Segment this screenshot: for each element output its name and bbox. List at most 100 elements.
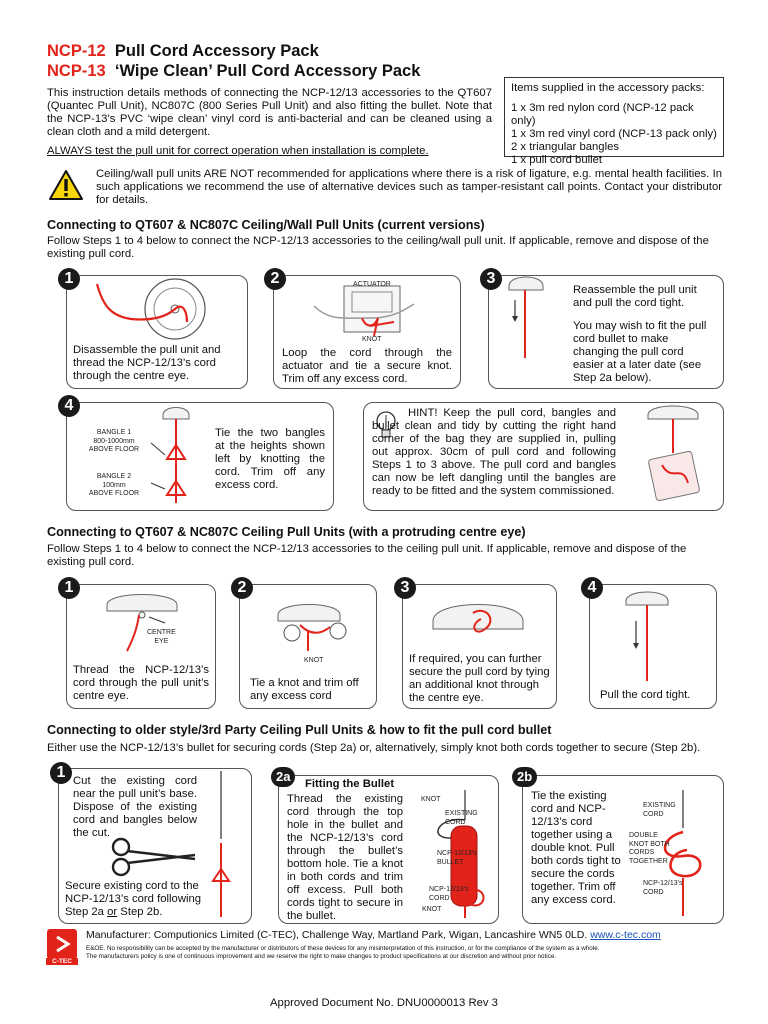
s1-step1-box: Disassemble the pull unit and thread the… <box>66 275 248 389</box>
s1-step4-box: BANGLE 1 800-1000mm ABOVE FLOOR BANGLE 2… <box>66 402 334 511</box>
bangle1-name: BANGLE 1 <box>96 429 132 436</box>
double-knot-label: DOUBLE KNOT BOTH CORDS TOGETHER <box>629 832 670 866</box>
bag-cut-illustration <box>647 405 700 502</box>
s1-step2-text: Loop the cord through the actuator and t… <box>282 347 452 385</box>
title-line-2: NCP-13 ‘Wipe Clean’ Pull Cord Accessory … <box>47 61 420 81</box>
supplied-item: 1 x 3m red nylon cord (NCP-12 pack only) <box>511 102 694 127</box>
s3-step1-text2-or: or <box>107 906 118 918</box>
ctec-logo-text: C-TEC <box>46 958 78 965</box>
section1-desc: Follow Steps 1 to 4 below to connect the… <box>47 235 709 260</box>
s3-step2a-box: Fitting the Bullet Thread the existing c… <box>278 775 499 924</box>
knot-existing-label: EXISTING CORD <box>643 802 676 819</box>
s1-step2-number: 2 <box>264 268 286 290</box>
ctec-website-link[interactable]: www.c-tec.com <box>590 929 661 941</box>
s3-step1-text1: Cut the existing cord near the pull unit… <box>73 775 197 839</box>
product-title-1: Pull Cord Accessory Pack <box>114 42 319 60</box>
tie-knot-illustration <box>277 604 347 651</box>
bullet-existing-1: EXISTING <box>445 810 478 817</box>
warning-icon <box>49 170 83 200</box>
items-supplied-box: Items supplied in the accessory packs: 1… <box>504 77 724 166</box>
s2-step4-number: 4 <box>581 577 603 599</box>
s3-step2a-text: Thread the existing cord through the top… <box>287 793 403 922</box>
knot-label: KNOT <box>362 336 382 343</box>
bangle2-height: 100mm <box>102 481 126 489</box>
lightbulb-icon <box>376 411 396 438</box>
disclaimer-line-2: The manufacturers policy is one of conti… <box>86 953 557 960</box>
s2-step3-box: If required, you can further secure the … <box>402 584 557 709</box>
bangles-illustration <box>150 407 190 503</box>
items-supplied-title: Items supplied in the accessory packs: <box>511 82 705 94</box>
supplied-item: 2 x triangular bangles <box>511 141 620 153</box>
double-knot-4: TOGETHER <box>629 857 668 865</box>
section3-title: Connecting to older style/3rd Party Ceil… <box>47 723 552 737</box>
bullet-illustration <box>437 790 485 918</box>
s2-knot-label: KNOT <box>304 657 324 664</box>
s2-step3-number: 3 <box>394 577 416 599</box>
product-code-ncp13: NCP-13 <box>47 62 106 80</box>
double-knot-illustration <box>663 790 702 916</box>
s2-step4-text: Pull the cord tight. <box>600 689 691 701</box>
s3-step2b-box: Tie the existing cord and NCP-12/13’s co… <box>522 775 724 924</box>
bangle1-label: BANGLE 1 800-1000mm ABOVE FLOOR <box>77 429 151 455</box>
knot-cord-2: CORD <box>643 888 664 896</box>
cut-cord-illustration <box>211 771 231 917</box>
s2-step2-number: 2 <box>231 577 253 599</box>
s1-step1-text: Disassemble the pull unit and thread the… <box>73 344 221 382</box>
reassembled-unit-illustration <box>508 276 544 358</box>
s3-step2a-number: 2a <box>271 767 296 787</box>
s3-step1-text2-b: Step 2b. <box>117 906 163 918</box>
bullet-cord-2: CORD <box>429 894 450 902</box>
fitting-bullet-title: Fitting the Bullet <box>305 778 395 790</box>
s2-step2-text: Tie a knot and trim off any excess cord <box>250 677 359 702</box>
bullet-label: NCP-12/13’s BULLET <box>437 850 477 867</box>
manufacturer-text: Manufacturer: Computionics Limited (C-TE… <box>86 929 591 941</box>
always-test-note: ALWAYS test the pull unit for correct op… <box>47 145 429 157</box>
ligature-warning: Ceiling/wall pull units ARE NOT recommen… <box>96 168 722 206</box>
section3-desc: Either use the NCP-12/13’s bullet for se… <box>47 742 701 754</box>
intro-paragraph: This instruction details methods of conn… <box>47 87 492 138</box>
bangle1-height: 800-1000mm <box>93 437 135 445</box>
supplied-item: 1 x pull cord bullet <box>511 154 603 166</box>
bangle1-ref: ABOVE FLOOR <box>88 446 140 453</box>
s1-step3-number: 3 <box>480 268 502 290</box>
approved-document-number: Approved Document No. DNU0000013 Rev 3 <box>270 997 498 1009</box>
knot-cord-label: NCP-12/13’s CORD <box>643 880 683 897</box>
knot-existing-1: EXISTING <box>643 802 676 809</box>
centre-eye-label-2: EYE <box>154 637 169 645</box>
s2-step1-box: CENTRE EYE Thread the NCP-12/13’s cord t… <box>66 584 216 709</box>
actuator-knot-illustration <box>313 285 415 337</box>
knot-cord-1: NCP-12/13’s <box>643 880 683 887</box>
double-knot-1: DOUBLE <box>629 832 658 839</box>
s2-step4-box: Pull the cord tight. <box>589 584 717 709</box>
bullet-existing-2: CORD <box>445 818 466 826</box>
bullet-cord-1: NCP-12/13’s <box>429 886 469 893</box>
s2-step1-text: Thread the NCP-12/13’s cord through the … <box>73 664 209 702</box>
centre-eye-illustration <box>106 594 178 652</box>
s1-step1-number: 1 <box>58 268 80 290</box>
s3-step1-box: Cut the existing cord near the pull unit… <box>58 768 252 924</box>
s1-step3-box: Reassemble the pull unit and pull the co… <box>488 275 724 389</box>
s3-step1-text2: Secure existing cord to the NCP-12/13’s … <box>65 880 225 919</box>
bangle2-label: BANGLE 2 100mm ABOVE FLOOR <box>77 473 151 499</box>
hint-text: HINT! Keep the pull cord, bangles and bu… <box>372 407 616 497</box>
s1-step4-number: 4 <box>58 395 80 417</box>
disclaimer-line-1: E&OE. No responsibility can be accepted … <box>86 945 600 952</box>
bangle2-ref: ABOVE FLOOR <box>88 490 140 497</box>
scissors-icon <box>111 837 196 877</box>
centre-eye-label-1: CENTRE <box>147 629 176 636</box>
s3-step1-text2-a: Secure existing cord to the NCP-12/13’s … <box>65 880 202 918</box>
s2-step1-number: 1 <box>58 577 80 599</box>
ctec-logo-icon <box>47 929 77 959</box>
knot-existing-2: CORD <box>643 810 664 818</box>
double-knot-2: KNOT BOTH <box>629 840 670 848</box>
product-title-2: ‘Wipe Clean’ Pull Cord Accessory Pack <box>114 62 421 80</box>
s1-step4-text: Tie the two bangles at the heights shown… <box>215 427 325 491</box>
centre-eye-label: CENTRE EYE <box>147 629 176 646</box>
s2-step2-box: KNOT Tie a knot and trim off any excess … <box>239 584 377 709</box>
section1-title: Connecting to QT607 & NC807C Ceiling/Wal… <box>47 218 485 232</box>
s2-step3-text: If required, you can further secure the … <box>409 653 550 704</box>
hint-box: HINT! Keep the pull cord, bangles and bu… <box>363 402 724 511</box>
double-knot-3: CORDS <box>629 849 655 856</box>
s1-step3-text1: Reassemble the pull unit and pull the co… <box>573 284 697 309</box>
bullet-knot-bottom-label: KNOT <box>422 906 442 913</box>
